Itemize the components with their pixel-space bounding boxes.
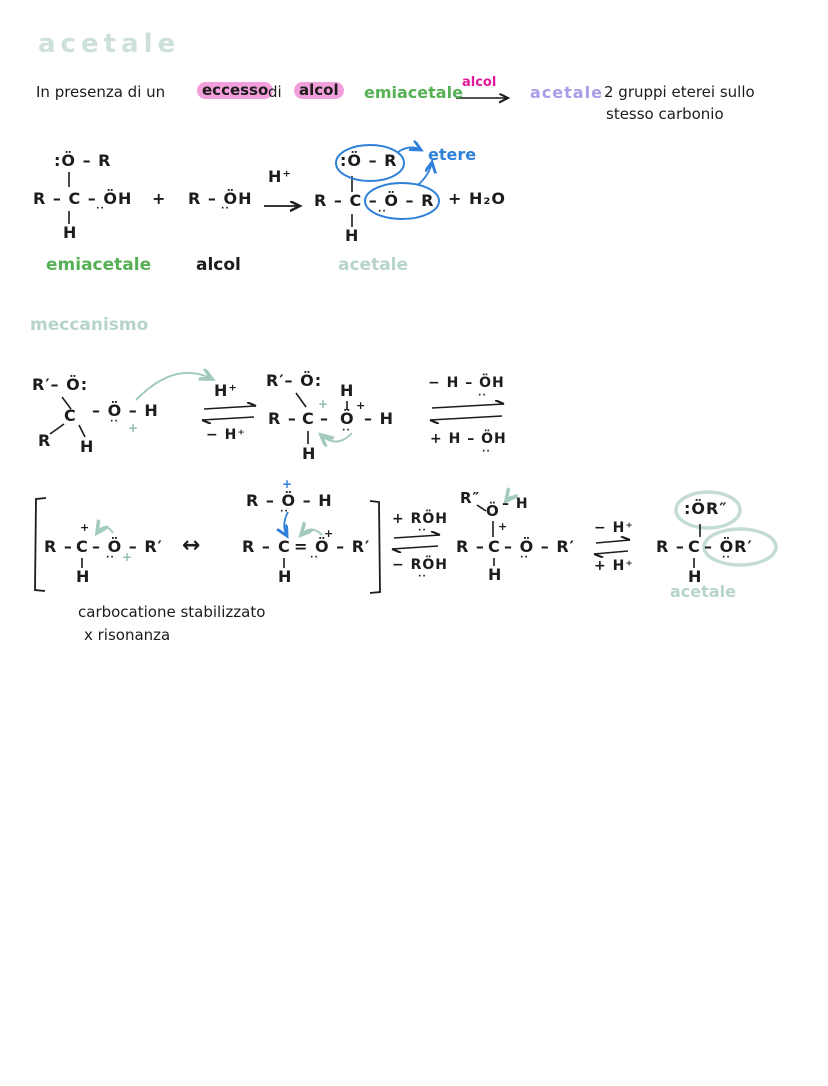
blue-plus-charge: + bbox=[282, 477, 293, 491]
teal-plus-charge: + bbox=[122, 550, 133, 564]
plus-charge: + bbox=[80, 521, 90, 534]
plus-charge: + bbox=[498, 520, 508, 533]
m1s1-r: R bbox=[38, 431, 52, 450]
intro-text-4: stesso carbonio bbox=[606, 105, 724, 123]
plus-charge: + bbox=[324, 527, 334, 540]
water-product: + H₂O bbox=[448, 189, 506, 208]
acid-catalyst: H⁺ bbox=[268, 167, 292, 186]
m2s2-roh-top: R – Ö – H bbox=[246, 491, 333, 510]
plus-sign: + bbox=[152, 189, 167, 208]
hemiacetal-or-group: :Ö – R bbox=[54, 151, 112, 170]
lone-pair-dots: ·· bbox=[280, 507, 289, 517]
m2eq2-above: − H⁺ bbox=[594, 520, 634, 536]
m2s3-o: Ö bbox=[486, 502, 500, 520]
m1s2-bond: – bbox=[320, 409, 329, 428]
caption-resonance: x risonanza bbox=[84, 626, 171, 644]
m1s1-oh: – Ö – H bbox=[92, 401, 159, 420]
m1s2-h-bottom: H bbox=[302, 444, 317, 463]
intro-text-1: In presenza di un bbox=[36, 83, 166, 101]
m2s4-c: C bbox=[688, 537, 701, 556]
m2s2-oxocarbenium: = Ö – R′ bbox=[294, 537, 371, 556]
m1eq2-above: − H – ÖH bbox=[428, 375, 505, 391]
label-emiacetale: emiacetale bbox=[46, 255, 152, 275]
m1s1-c: C bbox=[64, 406, 77, 425]
teal-plus-charge: + bbox=[128, 421, 139, 435]
m2s4-h: H bbox=[688, 567, 703, 586]
m2s2-c: C bbox=[278, 537, 291, 556]
lone-pair-dots: ·· bbox=[96, 204, 105, 214]
highlight-alcol: alcol bbox=[294, 82, 344, 99]
lone-pair-dots: ·· bbox=[722, 553, 731, 563]
lone-pair-dots: ·· bbox=[221, 204, 230, 214]
m2eq2-below: + H⁺ bbox=[594, 558, 634, 574]
label-acetale: acetale bbox=[338, 255, 409, 275]
lone-pair-dots: ·· bbox=[478, 391, 487, 401]
m2s3-c: C bbox=[488, 537, 501, 556]
m2eq1-above: + RÖH bbox=[392, 511, 449, 527]
m2s1-r: R – bbox=[44, 537, 73, 556]
lone-pair-dots: ·· bbox=[482, 447, 491, 457]
m2s3-or: – Ö – R′ bbox=[504, 537, 575, 556]
m2s4-r: R – bbox=[656, 537, 685, 556]
m1s2-h-right: – H bbox=[364, 409, 394, 428]
m2s2-r: R – bbox=[242, 537, 271, 556]
lone-pair-dots: ·· bbox=[106, 553, 115, 563]
intro-emiacetale: emiacetale bbox=[364, 83, 463, 102]
m1s2-o: Ö bbox=[340, 409, 355, 428]
highlight-eccesso: eccesso bbox=[197, 82, 274, 99]
m2s1-or: – Ö – R′ bbox=[92, 537, 163, 556]
acetal-backbone: R – C – Ö – R bbox=[314, 191, 435, 210]
acetal-or-group-top: :Ö – R bbox=[340, 151, 398, 170]
intro-text-3: 2 gruppi eterei sullo bbox=[604, 83, 755, 101]
lone-pair-dots: ·· bbox=[378, 207, 387, 217]
intro-text-2: di bbox=[268, 83, 282, 101]
m1eq2-below: + H – ÖH bbox=[430, 431, 507, 447]
lone-pair-dots: ·· bbox=[520, 553, 529, 563]
plus-charge: + bbox=[356, 399, 366, 412]
m2s1-h: H bbox=[76, 567, 91, 586]
lone-pair-dots: ·· bbox=[418, 572, 427, 582]
etere-annotation: etere bbox=[428, 145, 477, 164]
m1s1-h: H bbox=[80, 437, 95, 456]
caption-carbocation: carbocatione stabilizzato bbox=[78, 603, 266, 621]
hemiacetal-backbone: R – C – ÖH bbox=[33, 189, 133, 208]
m1s2-r: R – bbox=[268, 409, 297, 428]
m2s4-or2-top: :ÖR″ bbox=[684, 499, 728, 518]
lone-pair-dots: ·· bbox=[418, 526, 427, 536]
m2s3-r: R – bbox=[456, 537, 485, 556]
lone-pair-dots: ·· bbox=[110, 417, 119, 427]
m1s2-top: R′– Ö: bbox=[266, 371, 323, 390]
m2s2-h: H bbox=[278, 567, 293, 586]
m2s3-h: H bbox=[488, 565, 503, 584]
page-title: acetale bbox=[38, 29, 181, 59]
m2s4-or1: – ÖR′ bbox=[704, 537, 753, 556]
lone-pair-dots: ·· bbox=[342, 426, 351, 436]
hemiacetal-h: H bbox=[63, 223, 78, 242]
m1eq1-above: H⁺ bbox=[214, 381, 238, 400]
teal-plus-charge: + bbox=[318, 397, 329, 411]
m1eq1-below: − H⁺ bbox=[206, 427, 246, 443]
m2eq1-below: − RÖH bbox=[392, 557, 449, 573]
m1s1-top: R′– Ö: bbox=[32, 375, 89, 394]
resonance-arrow: ↔ bbox=[182, 533, 202, 558]
m2s3-rtop: R″ bbox=[460, 489, 481, 507]
acetal-h: H bbox=[345, 226, 360, 245]
label-alcol: alcol bbox=[196, 255, 241, 275]
lone-pair-dots: ·· bbox=[310, 553, 319, 563]
intro-acetale: acetale bbox=[530, 83, 603, 102]
m1s2-h-top: H bbox=[340, 381, 355, 400]
label-acetale-final: acetale bbox=[670, 582, 736, 601]
mechanism-header: meccanismo bbox=[30, 315, 149, 335]
alcohol-formula: R – ÖH bbox=[188, 189, 253, 208]
arrow-label-alcol: alcol bbox=[462, 75, 497, 90]
m2s1-c: C bbox=[76, 537, 89, 556]
m1s2-c: C bbox=[302, 409, 315, 428]
m2s3-oh: – H bbox=[502, 496, 529, 512]
